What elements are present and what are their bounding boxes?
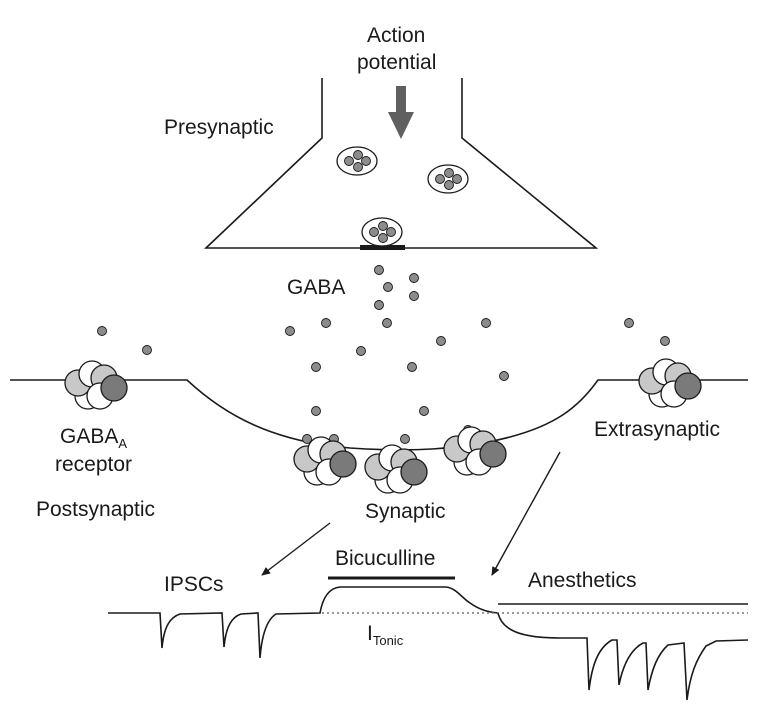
release-site-bar: [360, 245, 405, 250]
anesthetics-label: Anesthetics: [528, 569, 637, 592]
gaba-a-receptor-synaptic: [364, 444, 428, 494]
gaba-a-receptor-extrasynaptic-right: [638, 358, 702, 408]
anesthetics-trace: [497, 612, 749, 701]
gaba-molecules: [97, 265, 670, 444]
gaba-label: GABA: [287, 276, 346, 299]
ipscs-label: IPSCs: [164, 573, 224, 596]
i-tonic-label: ITonic: [367, 622, 403, 649]
action-potential-arrow: [388, 86, 414, 139]
action-potential-label-line2: potential: [357, 51, 437, 74]
ipsc-trace: [108, 586, 499, 659]
gaba-a-receptor-synaptic: [293, 436, 357, 486]
docked-vesicle: [361, 217, 403, 247]
gaba-a-receptor-extrasynaptic-left: [64, 360, 128, 410]
presynaptic-label: Presynaptic: [164, 116, 274, 139]
arrow-to-ipscs: [261, 522, 331, 576]
postsynaptic-membrane: [10, 379, 748, 451]
extrasynaptic-label: Extrasynaptic: [594, 418, 721, 441]
vesicle: [427, 164, 469, 194]
action-potential-label-line1: Action: [367, 24, 426, 47]
bicuculline-label: Bicuculline: [335, 547, 436, 570]
vesicle: [336, 146, 378, 176]
gaba-a-receptor-synaptic: [443, 426, 507, 476]
receptor-label-subscript: A: [118, 436, 128, 451]
receptor-label-main: GABA: [60, 425, 119, 448]
gaba-a-receptor-label: GABAA: [60, 425, 127, 452]
receptor-label-line2: receptor: [55, 453, 133, 476]
i-tonic-main: I: [367, 622, 373, 645]
postsynaptic-label: Postsynaptic: [36, 498, 156, 521]
i-tonic-subscript: Tonic: [372, 633, 404, 648]
synaptic-label: Synaptic: [365, 500, 446, 523]
arrow-to-tonic: [491, 451, 561, 576]
